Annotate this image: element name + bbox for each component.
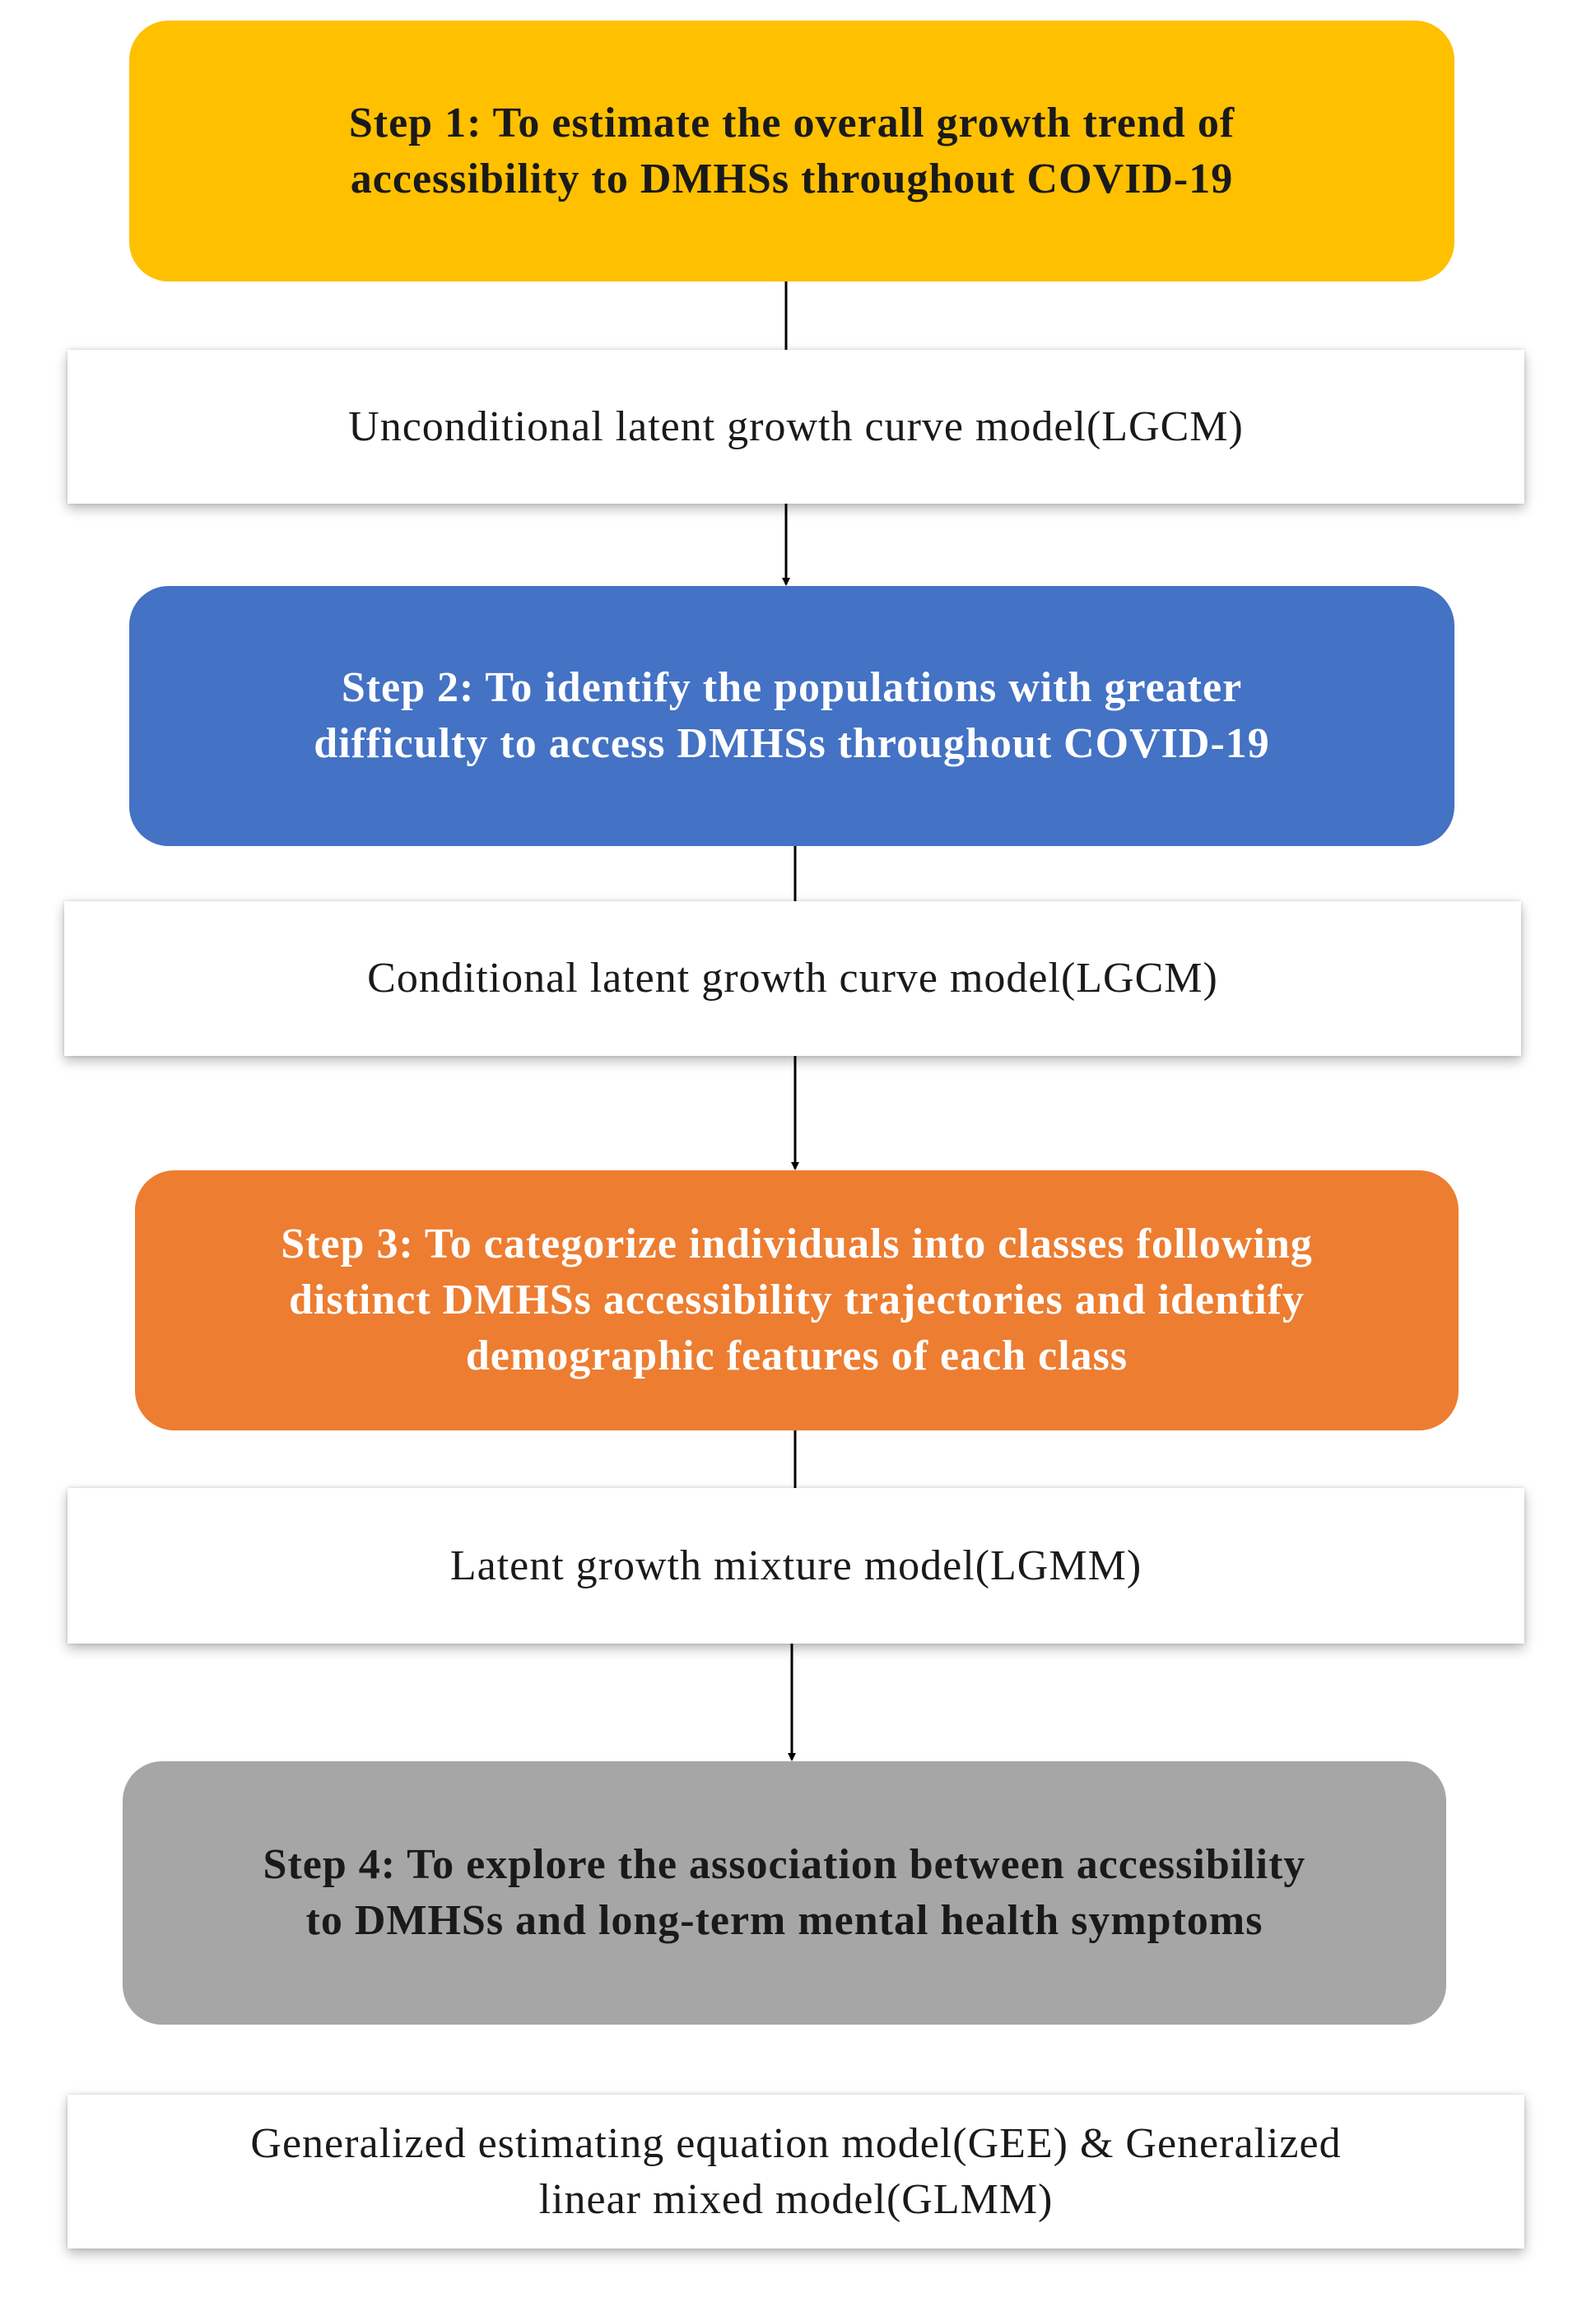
step-4-label: Step 4: To explore the association betwe…: [263, 1841, 1306, 1944]
step-2-label: Step 2: To identify the populations with…: [314, 664, 1270, 767]
step-4-box: Step 4: To explore the association betwe…: [123, 1761, 1446, 2025]
step-2-box: Step 2: To identify the populations with…: [129, 586, 1454, 846]
step-1-box: Step 1: To estimate the overall growth t…: [129, 21, 1454, 281]
method-3-label: Latent growth mixture model(LGMM): [449, 1542, 1142, 1589]
step-3-box: Step 3: To categorize individuals into c…: [135, 1170, 1459, 1430]
method-2-label: Conditional latent growth curve model(LG…: [367, 955, 1218, 1002]
method-4-label: Generalized estimating equation model(GE…: [250, 2119, 1342, 2223]
method-2-box: Conditional latent growth curve model(LG…: [64, 901, 1521, 1056]
method-4-box: Generalized estimating equation model(GE…: [67, 2095, 1524, 2249]
method-3-box: Latent growth mixture model(LGMM): [67, 1488, 1524, 1644]
method-1-box: Unconditional latent growth curve model(…: [67, 350, 1524, 504]
step-1-label: Step 1: To estimate the overall growth t…: [348, 99, 1235, 202]
step-3-label: Step 3: To categorize individuals into c…: [281, 1221, 1313, 1379]
method-1-label: Unconditional latent growth curve model(…: [348, 402, 1244, 450]
